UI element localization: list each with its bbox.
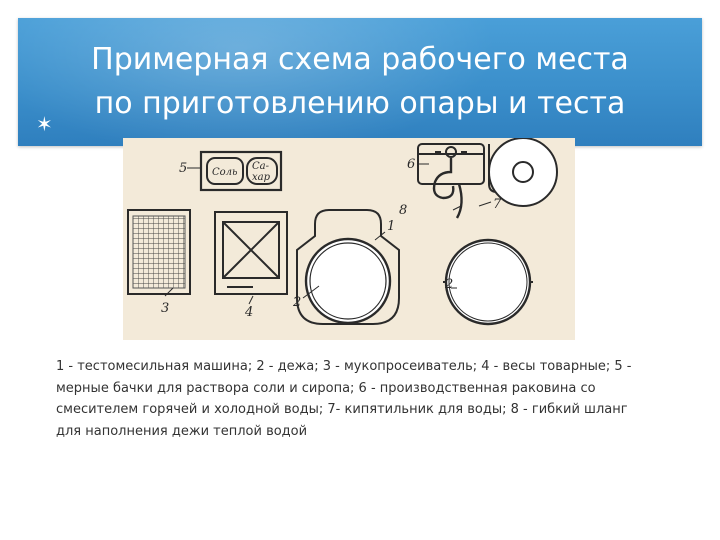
dough-mixing-machine	[296, 209, 400, 325]
workplace-diagram: Соль Са- хар 5 6 1 8 7 2 2 3 4	[123, 138, 575, 340]
scales	[214, 211, 288, 295]
water-boiler	[488, 138, 558, 207]
diagram-caption: 1 - тестомесильная машина; 2 - дежа; 3 -…	[56, 359, 632, 439]
callout-2-mixer: 2	[292, 295, 301, 310]
callout-6: 6	[407, 157, 415, 172]
callout-8: 8	[399, 203, 407, 218]
tank-label-sugar-bottom: хар	[252, 172, 271, 183]
spare-kneading-bowl	[443, 238, 533, 326]
callout-4: 4	[244, 305, 253, 320]
title-band: Примерная схема рабочего места по пригот…	[18, 18, 702, 146]
callout-7: 7	[493, 197, 502, 212]
tank-label-salt: Соль	[212, 167, 237, 178]
flexible-hose	[455, 183, 463, 219]
leader-lines	[164, 163, 492, 305]
slide-title-line-1: Примерная схема рабочего места	[91, 42, 629, 77]
slide-title: Примерная схема рабочего места по пригот…	[18, 38, 702, 126]
callout-5: 5	[179, 161, 187, 176]
production-sink	[417, 143, 485, 200]
workplace-diagram-svg: Соль Са- хар 5 6 1 8 7 2 2 3 4	[127, 138, 558, 326]
tank-label-sugar-top: Са-	[252, 161, 270, 172]
callout-2-spare: 2	[444, 277, 453, 292]
callout-1: 1	[387, 219, 395, 234]
slide-title-line-2: по приготовлению опары и теста	[94, 86, 626, 121]
flour-sifter	[127, 209, 191, 295]
title-glow	[18, 18, 498, 146]
measuring-tanks	[199, 150, 283, 192]
callout-3: 3	[161, 301, 169, 316]
sparkle-icon: ✶	[36, 112, 53, 136]
